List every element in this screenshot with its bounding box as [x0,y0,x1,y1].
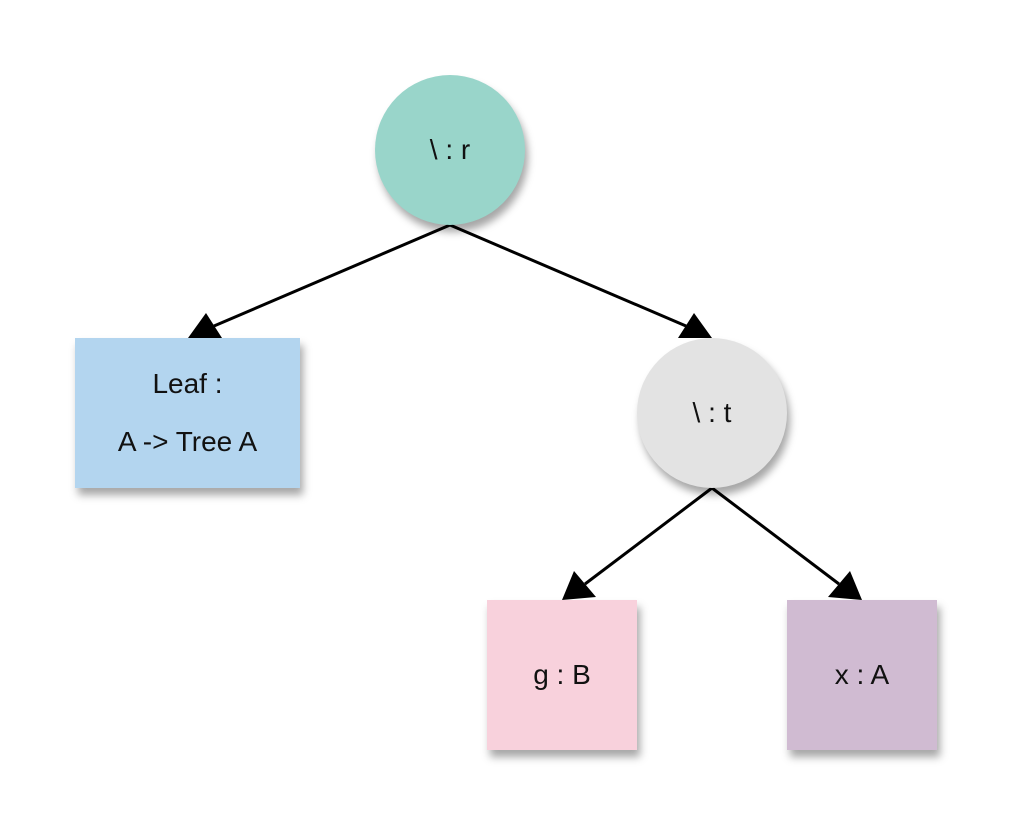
node-root-lambda-r: \ : r [375,75,525,225]
edge-t-to-g [562,486,713,600]
edge-root-to-leaf [188,223,451,338]
node-x-label: x : A [834,659,890,690]
edge-t-to-x [711,486,862,600]
node-root-label: \ : r [429,134,471,165]
node-leaf-label-line1: Leaf : [152,368,223,399]
node-lambda-t: \ : t [637,338,787,488]
node-leaf-constructor: Leaf : A -> Tree A [75,338,300,488]
edge-root-to-t [449,223,712,338]
node-g-var: g : B [487,600,637,750]
node-g-label: g : B [533,659,591,690]
node-leaf-label-line2: A -> Tree A [117,426,258,457]
node-x-var: x : A [787,600,937,750]
node-t-label: \ : t [692,397,732,428]
